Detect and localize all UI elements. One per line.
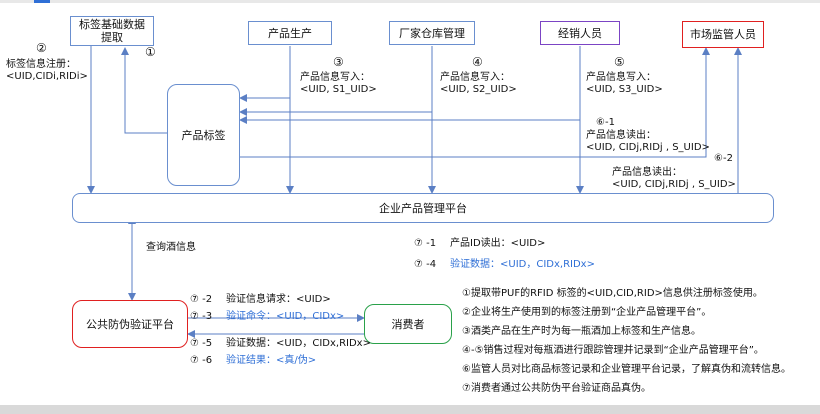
step-6-2-marker: ⑥-2: [714, 153, 733, 164]
sales-box: 经销人员: [540, 21, 620, 45]
step-5-text: 产品信息写入：: [586, 72, 656, 83]
note-4: ④-⑤销售过程对每瓶酒进行跟踪管理并记录到“企业产品管理平台”。: [462, 345, 764, 356]
note-5: ⑥监管人员对比商品标签记录和企业管理平台记录，了解真伪和流转信息。: [462, 364, 791, 375]
warehouse-box: 厂家仓库管理: [389, 21, 475, 45]
production-box: 产品生产: [248, 21, 332, 45]
step-7-6-marker: ⑦ -6: [190, 355, 213, 366]
step-6-2-value: <UID, CIDj,RIDj , S_UID>: [612, 179, 736, 190]
bottom-bar: [0, 405, 820, 414]
step-6-1-value: <UID, CIDj,RIDj , S_UID>: [586, 142, 710, 153]
step-6-2-text: 产品信息读出：: [612, 167, 682, 178]
market-box: 市场监管人员: [682, 21, 764, 48]
step-3-marker: ③: [333, 55, 344, 69]
step-6-1-marker: ⑥-1: [596, 117, 615, 128]
consumer-box: 消费者: [364, 304, 452, 344]
step-7-4-marker: ⑦ -4: [414, 259, 437, 270]
note-1: ①提取带PUF的RFID 标签的<UID,CID,RID>信息供注册标签使用。: [462, 288, 763, 299]
step-7-2-marker: ⑦ -2: [190, 294, 213, 305]
step-5-value: <UID, S3_UID>: [586, 84, 663, 95]
product-tag-box: 产品标签: [167, 84, 240, 186]
step-6-1-text: 产品信息读出：: [586, 130, 656, 141]
step-7-1-marker: ⑦ -1: [414, 238, 437, 249]
verify-platform-box: 公共防伪验证平台: [72, 300, 188, 348]
platform-box: 企业产品管理平台: [72, 193, 774, 223]
step-7-5-marker: ⑦ -5: [190, 338, 213, 349]
top-bar: [0, 0, 820, 3]
step-4-text: 产品信息写入：: [440, 72, 510, 83]
step-7-6-text: 验证结果：<真/伪>: [226, 355, 317, 366]
step-7-3-marker: ⑦ -3: [190, 311, 213, 322]
note-6: ⑦消费者通过公共防伪平台验证商品真伪。: [462, 383, 651, 394]
tag-extract-box: 标签基础数据 提取: [70, 16, 154, 46]
arrow-tag-to-extract: [121, 47, 167, 134]
step-2-text: 标签信息注册：: [6, 59, 76, 70]
note-2: ②企业将生产使用到的标签注册到“企业产品管理平台”。: [462, 307, 712, 318]
top-bar-accent: [34, 0, 50, 3]
step-2-marker: ②: [36, 41, 47, 55]
step-4-marker: ④: [472, 55, 483, 69]
step-7-1-text: 产品ID读出：<UID>: [450, 238, 546, 249]
step-2-value: <UID,CIDi,RIDi>: [6, 71, 88, 82]
query-label: 查询酒信息: [146, 242, 196, 253]
step-7-4-text: 验证数据：<UID，CIDx,RIDx>: [450, 259, 595, 270]
step-4-value: <UID, S2_UID>: [440, 84, 517, 95]
step-5-marker: ⑤: [614, 55, 625, 69]
note-3: ③酒类产品在生产时为每一瓶酒加上标签和生产信息。: [462, 326, 701, 337]
step-3-text: 产品信息写入：: [300, 72, 370, 83]
step-1-marker: ①: [145, 45, 156, 59]
step-7-3-text: 验证命令：<UID，CIDx>: [226, 311, 345, 322]
arrow-read-to-market: [240, 47, 710, 158]
step-7-5-text: 验证数据：<UID，CIDx,RIDx>: [226, 338, 371, 349]
step-7-2-text: 验证信息请求：<UID>: [226, 294, 331, 305]
step-3-value: <UID, S1_UID>: [300, 84, 377, 95]
